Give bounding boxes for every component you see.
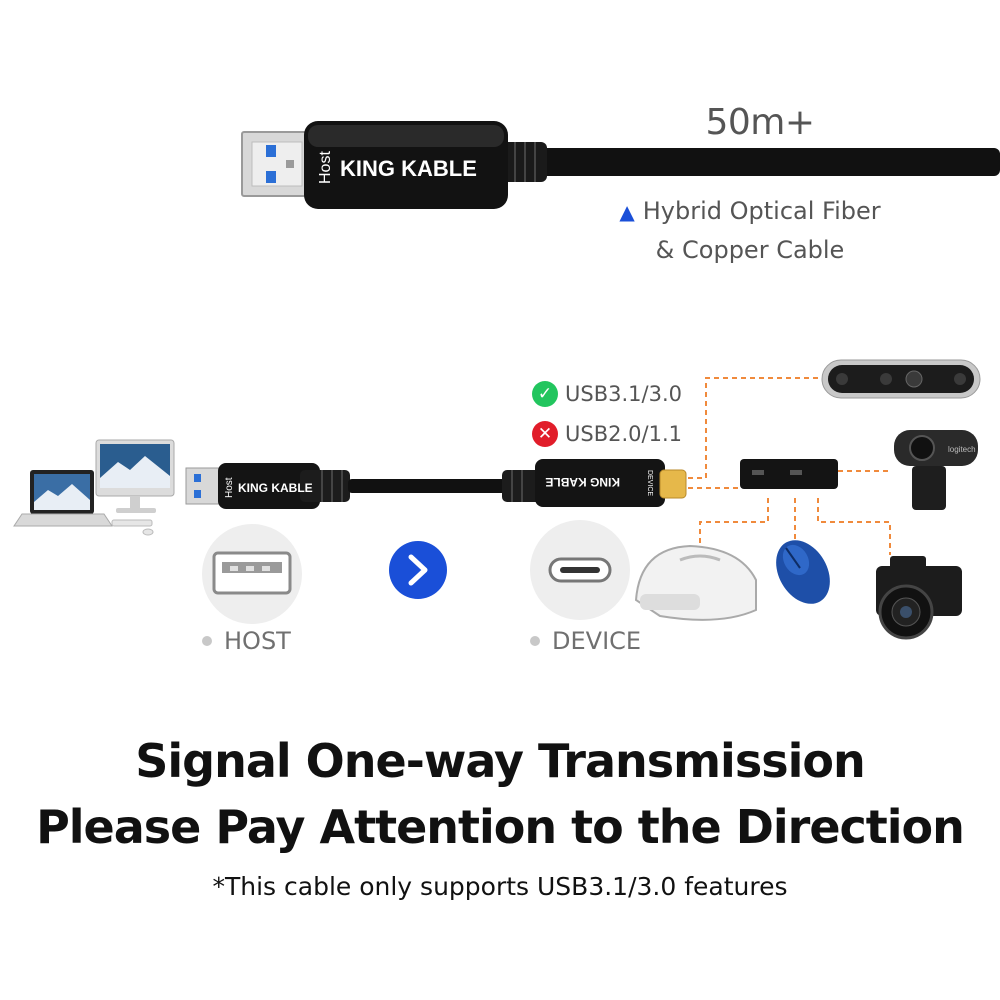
bullet-icon xyxy=(202,636,212,646)
cable-description: ▲Hybrid Optical Fiber & Copper Cable xyxy=(610,192,890,269)
device-port-icon xyxy=(530,520,630,620)
bullet-icon xyxy=(530,636,540,646)
computer-icon xyxy=(13,439,175,536)
compat-unsupported: ✕ USB2.0/1.1 xyxy=(532,421,682,447)
cable-description-line1: ▲Hybrid Optical Fiber xyxy=(619,197,881,225)
diagram-host-connector xyxy=(185,463,350,509)
top-brand-label: KING KABLE xyxy=(340,156,477,181)
headline-line1: Signal One-way Transmission xyxy=(135,734,865,788)
cable-length-label: 50m+ xyxy=(705,102,815,143)
check-icon: ✓ xyxy=(532,381,558,407)
footnote: *This cable only supports USB3.1/3.0 fea… xyxy=(212,872,788,901)
diagram-device-label: DEVICE xyxy=(646,470,653,496)
diagram-host-brand: KING KABLE xyxy=(238,481,313,495)
device-label: DEVICE xyxy=(530,627,641,655)
diagram-device-connector xyxy=(502,459,687,507)
depth-camera-icon xyxy=(821,359,981,399)
device-connection-lines xyxy=(688,377,892,555)
mouse-icon xyxy=(776,540,830,604)
top-cable-wire xyxy=(540,148,1000,176)
usb-hub-icon xyxy=(740,459,838,489)
connection-diagram: Host KING KABLE KING KABLE DEVICE logite… xyxy=(13,359,981,640)
diagram-host-label: Host xyxy=(224,477,235,498)
top-host-label: Host xyxy=(317,151,334,184)
direction-arrow-icon xyxy=(389,541,447,599)
vr-headset-icon xyxy=(634,544,757,621)
cross-icon: ✕ xyxy=(532,421,558,447)
host-port-icon xyxy=(202,524,302,624)
cable-description-line2: & Copper Cable xyxy=(655,236,845,264)
compat-supported: ✓ USB3.1/3.0 xyxy=(532,381,682,407)
headline-line2: Please Pay Attention to the Direction xyxy=(36,800,965,854)
webcam-icon: logitech xyxy=(894,430,978,510)
diagram-cable-wire xyxy=(348,479,508,493)
webcam-brand: logitech xyxy=(948,445,976,454)
diagram-device-brand: KING KABLE xyxy=(545,475,620,489)
camera-icon xyxy=(876,556,962,640)
top-usb-a-plug xyxy=(241,131,309,197)
top-cable-illustration: Host KING KABLE xyxy=(241,121,1000,209)
host-label: HOST xyxy=(202,627,291,655)
triangle-icon: ▲ xyxy=(619,200,635,224)
